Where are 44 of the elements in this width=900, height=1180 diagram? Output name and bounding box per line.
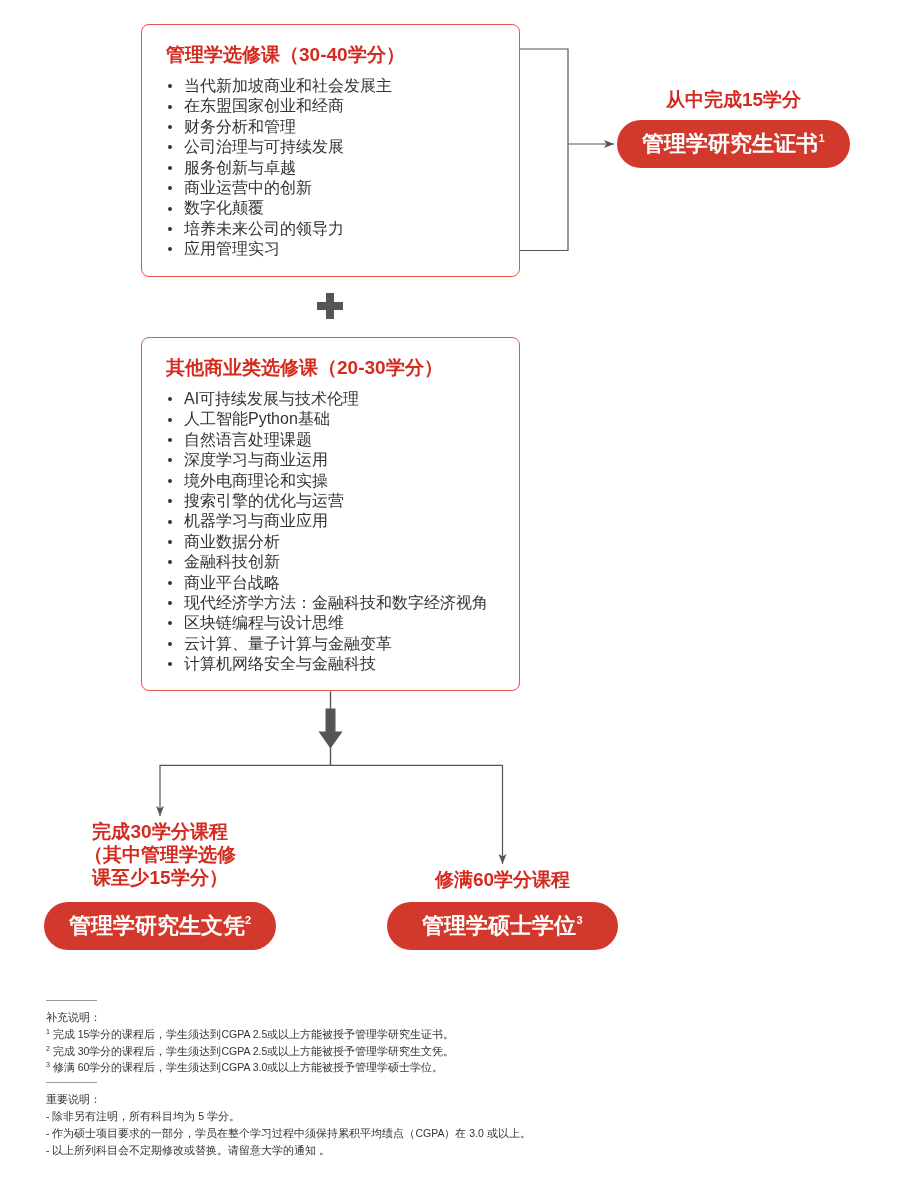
award-pill: 管理学研究生证书$^{1}$	[617, 120, 850, 168]
note-text: - 作为硕士项目要求的一部分，学员在整个学习过程中须保持累积平均绩点（CGPA）在 3.0 或以上。	[46, 1125, 531, 1141]
course-item: AI可持续发展与技术伦理	[184, 389, 360, 409]
course-item: 人工智能Python基础	[184, 409, 330, 430]
course-item: 计算机网络安全与金融科技	[184, 654, 376, 675]
course-item: 商业平台战略	[184, 572, 280, 593]
award-pill: 管理学硕士学位$^{3}$	[387, 902, 618, 950]
note-text: $^{3}$ 修满 60学分的课程后，学生须达到CGPA 3.0或以上方能被授予管理学硕士学位。	[46, 1060, 444, 1076]
requirement-text: 完成30学分课程（其中管理学选修课至少15学分）	[83, 820, 237, 889]
course-item: 机器学习与商业应用	[184, 511, 328, 532]
requirement-text: 从中完成15学分	[665, 88, 802, 111]
course-item: 公司治理与可持续发展	[184, 137, 344, 158]
bracket-arrow	[519, 48, 615, 252]
course-item: 商业数据分析	[184, 531, 280, 552]
course-item: 现代经济学方法：金融科技和数字经济视角	[184, 592, 488, 613]
note-text: $^{1}$ 完成 15学分的课程后，学生须达到CGPA 2.5或以上方能被授予管理学研究生证书。	[46, 1026, 455, 1042]
course-item: 应用管理实习	[184, 239, 280, 260]
course-box	[141, 337, 520, 692]
course-item: 商业运营中的创新	[184, 177, 312, 198]
award-pill: 管理学研究生文凭$^{2}$	[44, 902, 276, 950]
note-text: $^{2}$ 完成 30学分的课程后，学生须达到CGPA 2.5或以上方能被授予管理学研究生文凭。	[46, 1043, 455, 1059]
course-item: 培养未来公司的领导力	[184, 218, 344, 239]
course-item: 区块链编程与设计思维	[184, 613, 344, 634]
course-item: 当代新加坡商业和社会发展主	[184, 76, 392, 96]
note-text: - 除非另有注明，所有科目均为 5 学分。	[46, 1109, 241, 1124]
course-box	[141, 24, 520, 277]
course-item: 境外电商理论和实操	[184, 470, 328, 491]
course-item: 云计算、量子计算与金融变革	[184, 633, 392, 654]
course-item: 搜索引擎的优化与运营	[184, 490, 344, 511]
notes-heading: 补充说明：	[46, 1010, 101, 1025]
course-item: 金融科技创新	[184, 552, 280, 573]
requirement-text: 修满60学分课程	[434, 868, 571, 891]
course-item: 服务创新与卓越	[184, 157, 296, 178]
branch-arrow	[329, 690, 507, 865]
notes-heading: 重要说明：	[46, 1092, 101, 1108]
course-item: 自然语言处理课题	[184, 429, 312, 450]
course-item: 在东盟国家创业和经商	[184, 96, 344, 117]
course-item: 数字化颠覆	[184, 198, 264, 219]
course-item: 深度学习与商业运用	[184, 450, 328, 471]
block-arrow	[318, 708, 343, 749]
group-heading: 其他商业类选修课（20-30学分）	[166, 356, 443, 380]
course-item: 财务分析和管理	[184, 116, 296, 137]
note-text: - 以上所列科目会不定期修改或替换。请留意大学的通知 。	[46, 1142, 331, 1158]
group-heading: 管理学选修课（30-40学分）	[166, 43, 405, 67]
